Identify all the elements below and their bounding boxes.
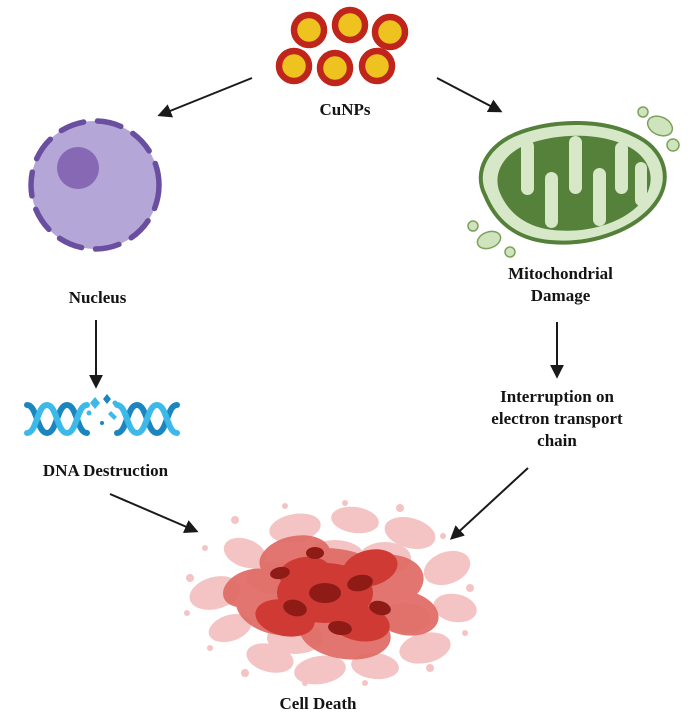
dna-strand-light-right [114, 401, 180, 437]
nucleus-membrane [28, 118, 162, 252]
arrow-cunps-to-nucleus [157, 77, 253, 118]
label-cell-death: Cell Death [279, 694, 357, 713]
mitochondria-illustration [467, 106, 680, 258]
arrow-dna-to-cell-death [109, 493, 199, 534]
cell-death-illustration [184, 500, 477, 686]
label-cunps: CuNPs [319, 100, 371, 119]
nanoparticle [371, 13, 409, 51]
arrow-interruption-to-cell-death [449, 467, 529, 540]
mitochondria-outline [478, 121, 667, 245]
label-dna-destruction: DNA Destruction [42, 461, 169, 480]
nucleolus [57, 147, 99, 189]
nucleus-illustration [28, 118, 162, 252]
label-mitochondrial-damage: Mitochondrial Damage [508, 264, 613, 306]
cunps-cluster-illustration [275, 6, 409, 87]
label-interruption: Interruption on electron transport chain [491, 387, 623, 451]
nanoparticle [275, 47, 313, 85]
mitochondria-damage-splashes [467, 106, 680, 258]
nanoparticle [358, 47, 396, 85]
dna-break-fragments [86, 394, 118, 425]
dna-illustration [24, 394, 180, 437]
mitochondria-cristae [521, 136, 647, 228]
label-nucleus: Nucleus [68, 288, 127, 307]
arrow-cunps-to-mitochondria [436, 77, 503, 113]
cell-death-dark-spots [270, 547, 391, 636]
nanoparticle [331, 6, 369, 44]
nanoparticle [290, 11, 328, 49]
dna-strand-light-left [24, 401, 90, 437]
nanoparticle [316, 49, 354, 87]
